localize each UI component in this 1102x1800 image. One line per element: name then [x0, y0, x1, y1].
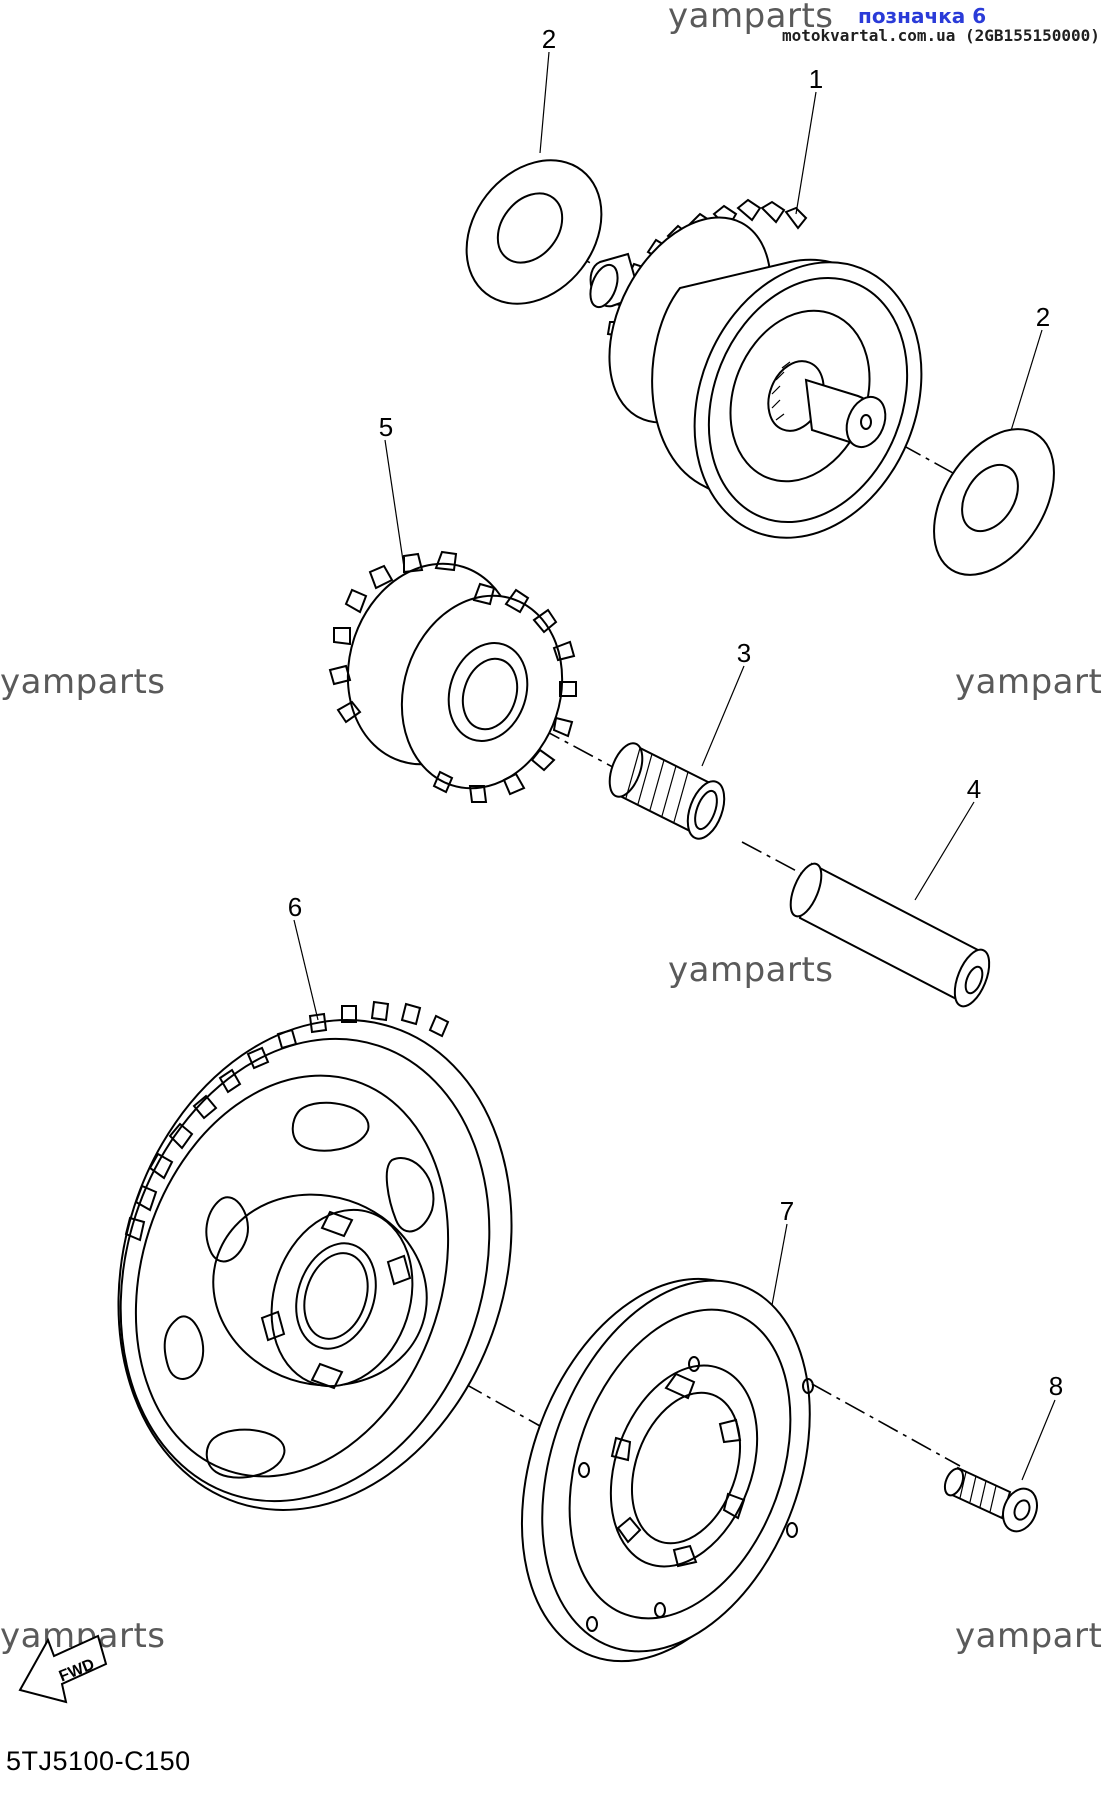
watermark-mid-right: yampart — [955, 662, 1102, 702]
one-way-clutch — [520, 1277, 814, 1663]
starter-clutch-assembly — [589, 198, 923, 539]
callout-2-right: 2 — [1035, 302, 1051, 332]
badge-label[interactable]: позначка 6 — [858, 4, 987, 28]
bolt — [943, 1466, 1038, 1533]
callout-3: 3 — [736, 638, 752, 668]
leader-lines — [293, 51, 1056, 1481]
washer-right — [933, 428, 1055, 576]
badge-source: motokvartal.com.ua (2GB155150000) — [782, 26, 1100, 45]
needle-bearing — [608, 742, 726, 840]
callout-2-top: 2 — [541, 24, 557, 54]
watermark-top: yamparts — [668, 0, 834, 36]
fwd-arrow-icon: FWD — [18, 1634, 108, 1704]
callout-6: 6 — [287, 892, 303, 922]
watermark-bottom-right: yampart — [955, 1616, 1102, 1656]
diagram-code: 5TJ5100-C150 — [6, 1746, 191, 1776]
washer-top — [465, 159, 603, 305]
watermark-mid-left: yamparts — [0, 662, 166, 702]
idler-gear — [328, 550, 577, 803]
idler-shaft — [789, 862, 991, 1008]
callout-1: 1 — [808, 64, 824, 94]
callout-7: 7 — [779, 1196, 795, 1226]
starter-wheel-gear — [117, 1000, 513, 1511]
callout-8: 8 — [1048, 1371, 1064, 1401]
callout-4: 4 — [966, 774, 982, 804]
callout-5: 5 — [378, 412, 394, 442]
watermark-center: yamparts — [668, 950, 834, 990]
